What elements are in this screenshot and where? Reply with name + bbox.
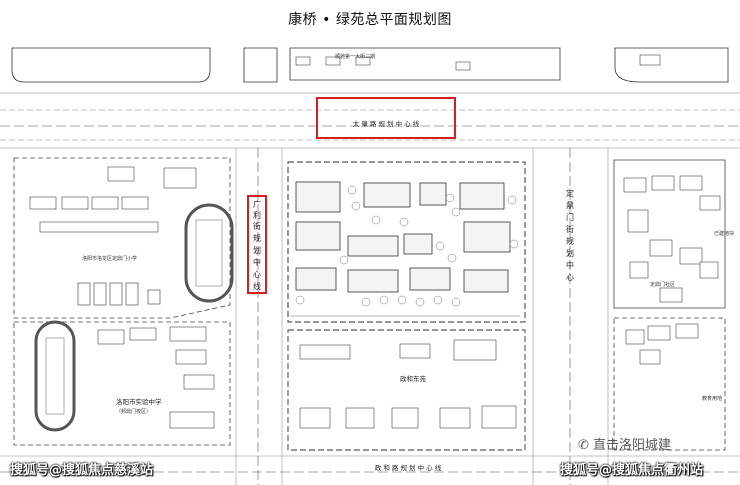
guangli-street-label: 广 利 街 规 划 中 心 线 bbox=[253, 199, 261, 291]
top-mid-small-block bbox=[243, 47, 278, 83]
watermark-left: 搜狐号@搜狐焦点慈溪站 bbox=[10, 463, 154, 478]
zhenghe-dongyuan-boundary bbox=[287, 329, 526, 451]
top-right-block bbox=[614, 47, 729, 83]
taikang-road-highlight bbox=[316, 97, 456, 139]
top-center-block bbox=[289, 47, 561, 81]
svg-text:中: 中 bbox=[566, 260, 574, 270]
residential-buildings bbox=[295, 181, 511, 293]
project-site-boundary bbox=[287, 161, 526, 323]
sports-courts bbox=[77, 282, 161, 306]
chat-bubble-icon: ✆ bbox=[578, 438, 589, 453]
built-plot-label: 已建地块 bbox=[714, 230, 734, 237]
wechat-logo-watermark: ✆ 直击洛阳城建 bbox=[578, 438, 672, 453]
lower-running-track bbox=[34, 320, 76, 432]
svg-text:门: 门 bbox=[566, 212, 574, 222]
svg-text:定: 定 bbox=[566, 188, 574, 198]
middle-school-sublabel: （邦鼎门校区） bbox=[116, 408, 151, 415]
svg-text:线: 线 bbox=[253, 281, 261, 291]
svg-text:心: 心 bbox=[253, 270, 261, 279]
svg-text:利: 利 bbox=[253, 210, 261, 220]
dingding-community-boundary bbox=[613, 159, 726, 309]
primary-school-label: 洛阳市洛龙区定鼎门小学 bbox=[82, 255, 137, 262]
upper-running-track bbox=[184, 203, 234, 303]
landscape-trees bbox=[295, 185, 519, 307]
taikang-road-label: 太 康 路 规 划 中 心 线 bbox=[353, 119, 420, 128]
svg-text:街: 街 bbox=[253, 221, 261, 231]
map-title: 康桥 • 绿苑总平面规划图 bbox=[288, 12, 452, 28]
svg-text:心: 心 bbox=[566, 273, 574, 282]
svg-text:划: 划 bbox=[253, 245, 261, 255]
zhenghe-road-label: 政 和 路 规 划 中 心 线 bbox=[375, 463, 442, 472]
dingding-street-label: 定 鼎 门 街 规 划 中 心 bbox=[566, 188, 574, 282]
education-land-boundary bbox=[613, 317, 726, 451]
zhenghe-dongyuan-label: 政和东苑 bbox=[400, 374, 427, 383]
svg-text:街: 街 bbox=[566, 224, 574, 234]
top-left-block bbox=[11, 47, 211, 83]
svg-text:划: 划 bbox=[566, 248, 574, 258]
education-land-label: 教育用地 bbox=[702, 395, 722, 402]
watermark-right: 搜狐号@搜狐焦点衢州站 bbox=[560, 463, 704, 478]
dingding-community-label: 定鼎门社区 bbox=[650, 281, 675, 288]
primary-school-boundary bbox=[13, 157, 231, 319]
guangli-street-highlight bbox=[247, 195, 267, 294]
top-road-label: 顺驰第一大街二期 bbox=[335, 53, 375, 60]
svg-text:中: 中 bbox=[253, 257, 261, 267]
svg-text:规: 规 bbox=[253, 233, 261, 243]
middle-school-boundary bbox=[13, 321, 231, 446]
svg-text:规: 规 bbox=[566, 236, 574, 246]
svg-text:广: 广 bbox=[253, 199, 261, 209]
svg-text:鼎: 鼎 bbox=[566, 201, 574, 210]
middle-school-label: 洛阳市实验中学 bbox=[116, 397, 162, 406]
